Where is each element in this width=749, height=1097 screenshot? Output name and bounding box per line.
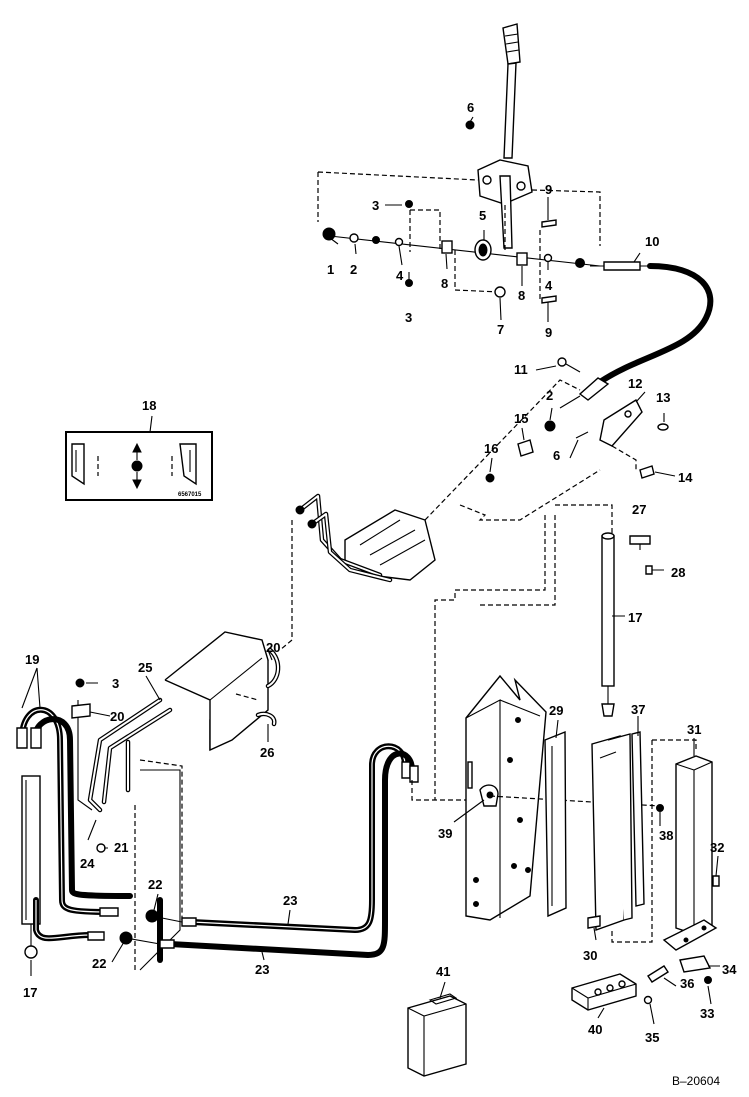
callout-8: 8 [518,288,525,303]
callout-7: 7 [497,322,504,337]
callout-21: 21 [114,840,128,855]
leader-lines [21,116,720,1025]
callout-9: 9 [545,182,552,197]
callout-39: 39 [438,826,452,841]
callout-4: 4 [545,278,553,293]
callout-8: 8 [441,276,448,291]
callout-2: 2 [546,388,553,403]
callout-32: 32 [710,840,724,855]
callout-12: 12 [628,376,642,391]
mount-plate [465,674,661,921]
callout-20: 20 [110,709,124,724]
callout-24: 24 [80,856,95,871]
callout-3: 3 [112,676,119,691]
callout-18: 18 [142,398,156,413]
callout-11: 11 [514,362,528,377]
block-40 [571,973,637,1011]
callout-3: 3 [372,198,379,213]
callout-14: 14 [678,470,693,485]
callout-34: 34 [722,962,737,977]
callout-10: 10 [645,234,659,249]
callout-40: 40 [588,1022,602,1037]
callout-26: 26 [260,745,274,760]
callout-37: 37 [631,702,645,717]
callout-38: 38 [659,828,673,843]
lift-cylinder-left [21,775,41,959]
callout-1: 1 [327,262,334,277]
callout-41: 41 [436,964,450,979]
lift-cylinder-right [601,532,653,717]
callout-25: 25 [138,660,152,675]
callout-9: 9 [545,325,552,340]
tower-31 [611,739,720,1005]
control-lever-assembly [317,23,601,304]
cable-bracket [485,398,669,483]
callout-5: 5 [479,208,486,223]
callout-6: 6 [467,100,474,115]
callout-30: 30 [583,948,597,963]
wear-strip [544,730,567,918]
callout-36: 36 [680,976,694,991]
callout-23: 23 [283,893,297,908]
callout-15: 15 [514,411,528,426]
callout-29: 29 [549,703,563,718]
callout-23: 23 [255,962,269,977]
callout-13: 13 [656,390,670,405]
control-cable [557,261,714,409]
callout-2: 2 [350,262,357,277]
callout-20: 20 [266,640,280,655]
callout-22: 22 [92,956,106,971]
callout-19: 19 [25,652,39,667]
valve-housing [279,379,613,800]
hydraulic-tubes [71,678,183,971]
decal-18: 6567015 [65,431,213,501]
battery-41 [407,993,467,1077]
callout-33: 33 [700,1006,714,1021]
callout-6: 6 [553,448,560,463]
callout-16: 16 [484,441,498,456]
callout-28: 28 [671,565,685,580]
decal-code: 6567015 [178,492,202,498]
callout-22: 22 [148,877,162,892]
shield-plate [164,631,281,752]
hydraulic-hoses [16,706,480,963]
callout-17: 17 [23,985,37,1000]
callout-35: 35 [645,1030,659,1045]
callout-27: 27 [632,502,646,517]
channel-30 [587,731,645,931]
callout-31: 31 [687,722,701,737]
callout-17: 17 [628,610,642,625]
callout-4: 4 [396,268,404,283]
diagram-id: B–20604 [672,1074,720,1088]
callout-3: 3 [405,310,412,325]
callouts: 1 2 2 3 3 3 4 4 5 6 6 7 8 8 9 9 10 11 12… [23,100,737,1045]
